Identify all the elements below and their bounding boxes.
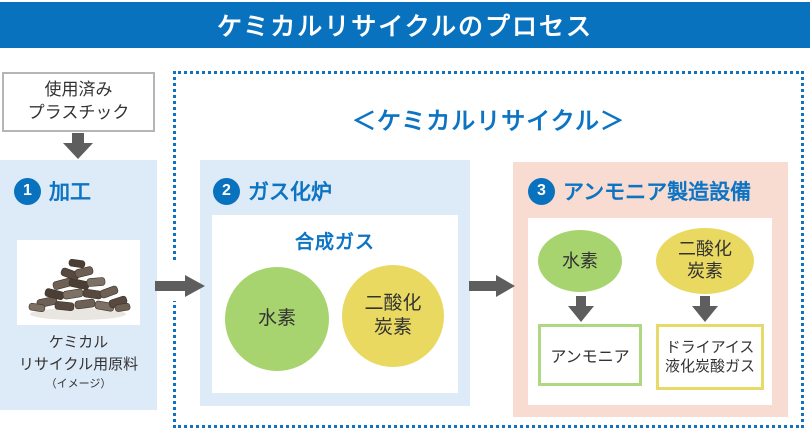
used-plastic-line1: 使用済み: [44, 80, 113, 100]
chemical-recycle-frame-border: [173, 71, 804, 428]
step2-label: ガス化炉: [248, 181, 332, 204]
step3-ammonia-plant-panel: 3 アンモニア製造設備 水素 二酸化 炭素 アンモニア ドライアイス 液化炭酸ガ…: [513, 162, 788, 417]
co2-bubble: 二酸化 炭素: [342, 265, 444, 367]
syngas-title: 合成ガス: [294, 232, 375, 253]
co2-label-line2: 炭素: [687, 261, 723, 281]
used-plastic-line2: プラスチック: [27, 103, 130, 122]
step1-caption-note: （イメージ）: [45, 377, 112, 390]
step1-processing-panel: 1 加工: [0, 160, 157, 410]
step1-number-badge: 1: [14, 177, 41, 205]
hydrogen-label: 水素: [562, 250, 598, 271]
arrow-down-icon: [568, 296, 594, 322]
arrow-right-icon: [155, 275, 205, 297]
dryice-label-line2: 液化炭酸ガス: [664, 358, 755, 375]
pellets-image: [17, 240, 140, 325]
ammonia-plant-panel: 水素 二酸化 炭素 アンモニア ドライアイス 液化炭酸ガス: [528, 218, 772, 405]
chemical-recycle-frame-title: ＜ケミカルリサイクル＞: [351, 108, 626, 135]
pellets-illustration: [28, 259, 131, 320]
co2-label-line2: 炭素: [373, 317, 412, 338]
arrow-down-icon: [692, 296, 718, 322]
syngas-panel: 合成ガス 水素 二酸化 炭素: [212, 215, 458, 393]
ammonia-output-box: アンモニア: [538, 324, 642, 386]
page-title: ケミカルリサイクルのプロセス: [0, 2, 810, 48]
step3-label: アンモニア製造設備: [563, 181, 752, 204]
co2-label-line1: 二酸化: [364, 293, 422, 315]
step2-gasification-panel: 2 ガス化炉 合成ガス 水素 二酸化 炭素: [200, 160, 470, 406]
step3-header: 3 アンモニア製造設備: [528, 176, 751, 206]
step1-caption-line2: リサイクル用原料: [18, 355, 139, 373]
hydrogen-label: 水素: [257, 308, 296, 330]
hydrogen-bubble: 水素: [225, 267, 329, 371]
arrow-right-icon: [469, 275, 515, 297]
arrow-down-icon: [63, 133, 93, 159]
ammonia-label: アンモニア: [550, 349, 630, 366]
co2-bubble: 二酸化 炭素: [656, 228, 754, 294]
step1-header: 1 加工: [14, 176, 91, 206]
step1-label: 加工: [49, 181, 91, 204]
dryice-output-box: ドライアイス 液化炭酸ガス: [656, 324, 764, 390]
used-plastic-box: 使用済み プラスチック: [2, 72, 155, 132]
hydrogen-bubble: 水素: [538, 230, 622, 292]
dryice-label-line1: ドライアイス: [665, 338, 755, 356]
step2-number-badge: 2: [213, 177, 240, 205]
co2-label-line1: 二酸化: [678, 239, 732, 260]
step1-caption: ケミカル リサイクル用原料 （イメージ）: [0, 332, 157, 392]
step2-header: 2 ガス化炉: [213, 176, 332, 206]
step3-number-badge: 3: [528, 177, 555, 205]
step1-caption-line1: ケミカル: [48, 334, 109, 351]
